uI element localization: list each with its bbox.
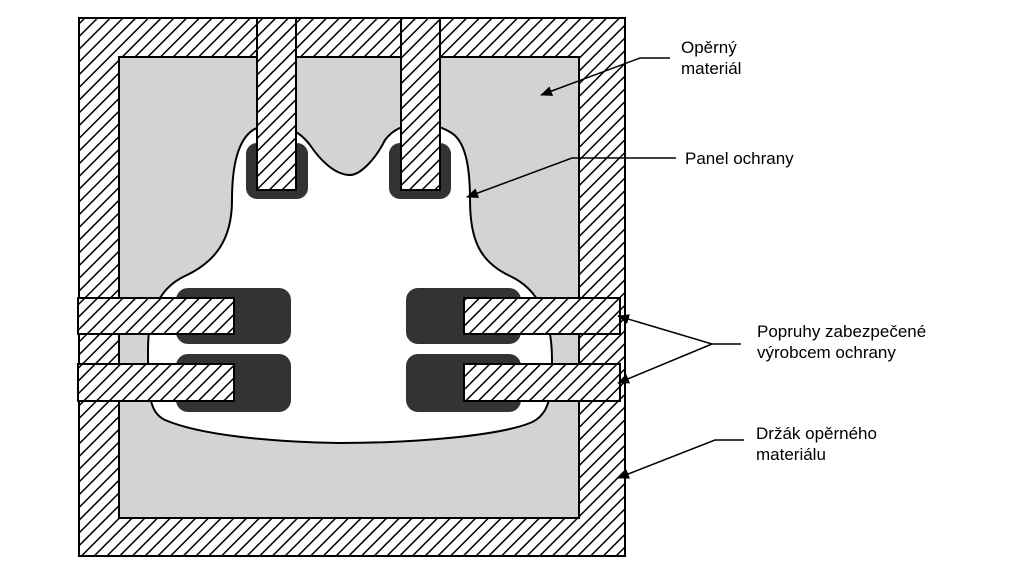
label-holder: Držák opěrného materiálu [756, 423, 877, 465]
strap-upper-left [77, 297, 235, 335]
strap-lower-right [463, 363, 621, 402]
label-backing-material: Opěrný materiál [681, 37, 741, 79]
leader-straps-upper [617, 314, 741, 345]
label-straps: Popruhy zabezpečené výrobcem ochrany [757, 321, 926, 363]
strap-upper-right [463, 297, 621, 335]
label-protective-panel: Panel ochrany [685, 148, 794, 169]
vertical-strap-left [256, 17, 297, 191]
leader-protective-panel [466, 157, 676, 198]
label-protective-panel-line1: Panel ochrany [685, 149, 794, 168]
leader-holder [617, 439, 744, 479]
label-holder-line2: materiálu [756, 445, 826, 464]
label-straps-line2: výrobcem ochrany [757, 343, 896, 362]
label-backing-material-line2: materiál [681, 59, 742, 78]
strap-lower-left [77, 363, 235, 402]
leader-straps-lower [617, 343, 713, 384]
label-holder-line1: Držák opěrného [756, 424, 877, 443]
vertical-strap-right [400, 17, 441, 191]
leader-backing-material [540, 57, 670, 96]
label-backing-material-line1: Opěrný [681, 38, 737, 57]
label-straps-line1: Popruhy zabezpečené [757, 322, 927, 341]
